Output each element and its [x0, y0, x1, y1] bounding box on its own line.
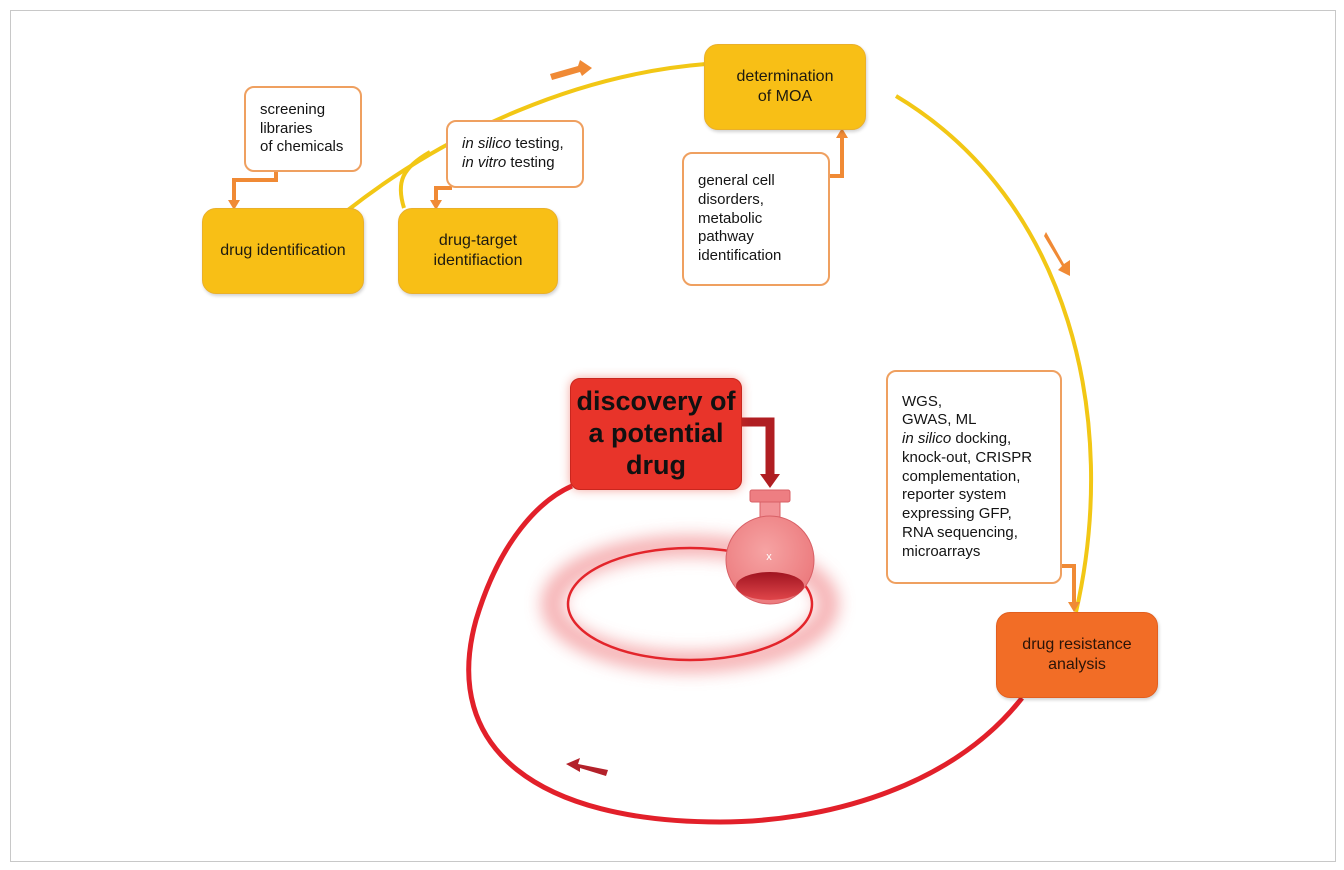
- stage-drug-resistance: drug resistance analysis: [996, 612, 1158, 698]
- stage-drug-target-line2: identifiaction: [433, 252, 523, 269]
- discovery-line3: drug: [626, 449, 686, 480]
- stage-moa-line1: determination: [736, 68, 834, 85]
- note-testing-line2: in vitro testing: [462, 154, 555, 171]
- note-cell-line5: identification: [698, 247, 782, 265]
- connector-methods: [1060, 564, 1076, 606]
- note-methods-line7: expressing GFP,: [902, 505, 1012, 523]
- note-testing-line1: in silico testing,: [462, 135, 564, 153]
- figure-frame: [10, 10, 1336, 862]
- flask-label: x: [766, 551, 772, 563]
- connector-cell: [830, 134, 844, 178]
- yellow-path-right: [894, 94, 1094, 613]
- note-screening-line3: of chemicals: [260, 138, 344, 156]
- arrow-top: [550, 60, 592, 80]
- note-methods-line8: RNA sequencing,: [902, 523, 1018, 541]
- yellow-path-branch: [398, 150, 431, 209]
- stage-drug-target: drug-target identifiaction: [398, 208, 558, 294]
- note-cell-disorders: general cell disorders, metabolic pathwa…: [682, 152, 830, 286]
- note-cell-line1: general cell: [698, 172, 775, 190]
- connector-discovery: [742, 417, 775, 476]
- connector-testing: [434, 186, 452, 204]
- stage-moa-line2: of MOA: [757, 88, 813, 105]
- flask-icon: x: [725, 489, 815, 605]
- note-cell-line4: pathway: [698, 228, 754, 246]
- yellow-path-top: [346, 62, 707, 212]
- note-methods-line6: reporter system: [902, 486, 1007, 504]
- note-cell-line3: metabolic: [698, 209, 763, 227]
- note-methods-line2: GWAS, ML: [902, 411, 977, 429]
- note-methods-line3: in silico docking,: [902, 430, 1012, 448]
- note-screening-line1: screening: [260, 100, 326, 118]
- connector-screening: [232, 168, 278, 204]
- note-methods-line5: complementation,: [902, 467, 1021, 485]
- note-screening: screening libraries of chemicals: [244, 86, 362, 172]
- stage-resistance-line2: analysis: [1048, 656, 1106, 673]
- stage-drug-identification: drug identification: [202, 208, 364, 294]
- stage-determination-moa: determination of MOA: [704, 44, 866, 130]
- note-cell-line2: disorders,: [698, 190, 764, 208]
- glow-ring: [541, 535, 839, 673]
- discovery-line1: discovery of: [576, 386, 736, 417]
- note-methods-line1: WGS,: [902, 392, 942, 410]
- note-testing: in silico testing, in vitro testing: [446, 120, 584, 188]
- stage-drug-identification-label: drug identification: [220, 242, 346, 259]
- arrow-bottom: [566, 758, 608, 776]
- discovery-box: discovery of a potential drug: [570, 378, 742, 490]
- note-methods-line9: microarrays: [902, 542, 981, 560]
- arrow-right: [1044, 232, 1070, 276]
- stage-drug-target-line1: drug-target: [438, 232, 518, 249]
- discovery-line2: a potential: [588, 418, 724, 449]
- note-methods: WGS, GWAS, ML in silico docking, knock-o…: [886, 370, 1062, 584]
- note-methods-line4: knock-out, CRISPR: [902, 448, 1033, 466]
- note-screening-line2: libraries: [260, 119, 313, 137]
- red-path: [466, 483, 1024, 825]
- stage-resistance-line1: drug resistance: [1022, 636, 1132, 653]
